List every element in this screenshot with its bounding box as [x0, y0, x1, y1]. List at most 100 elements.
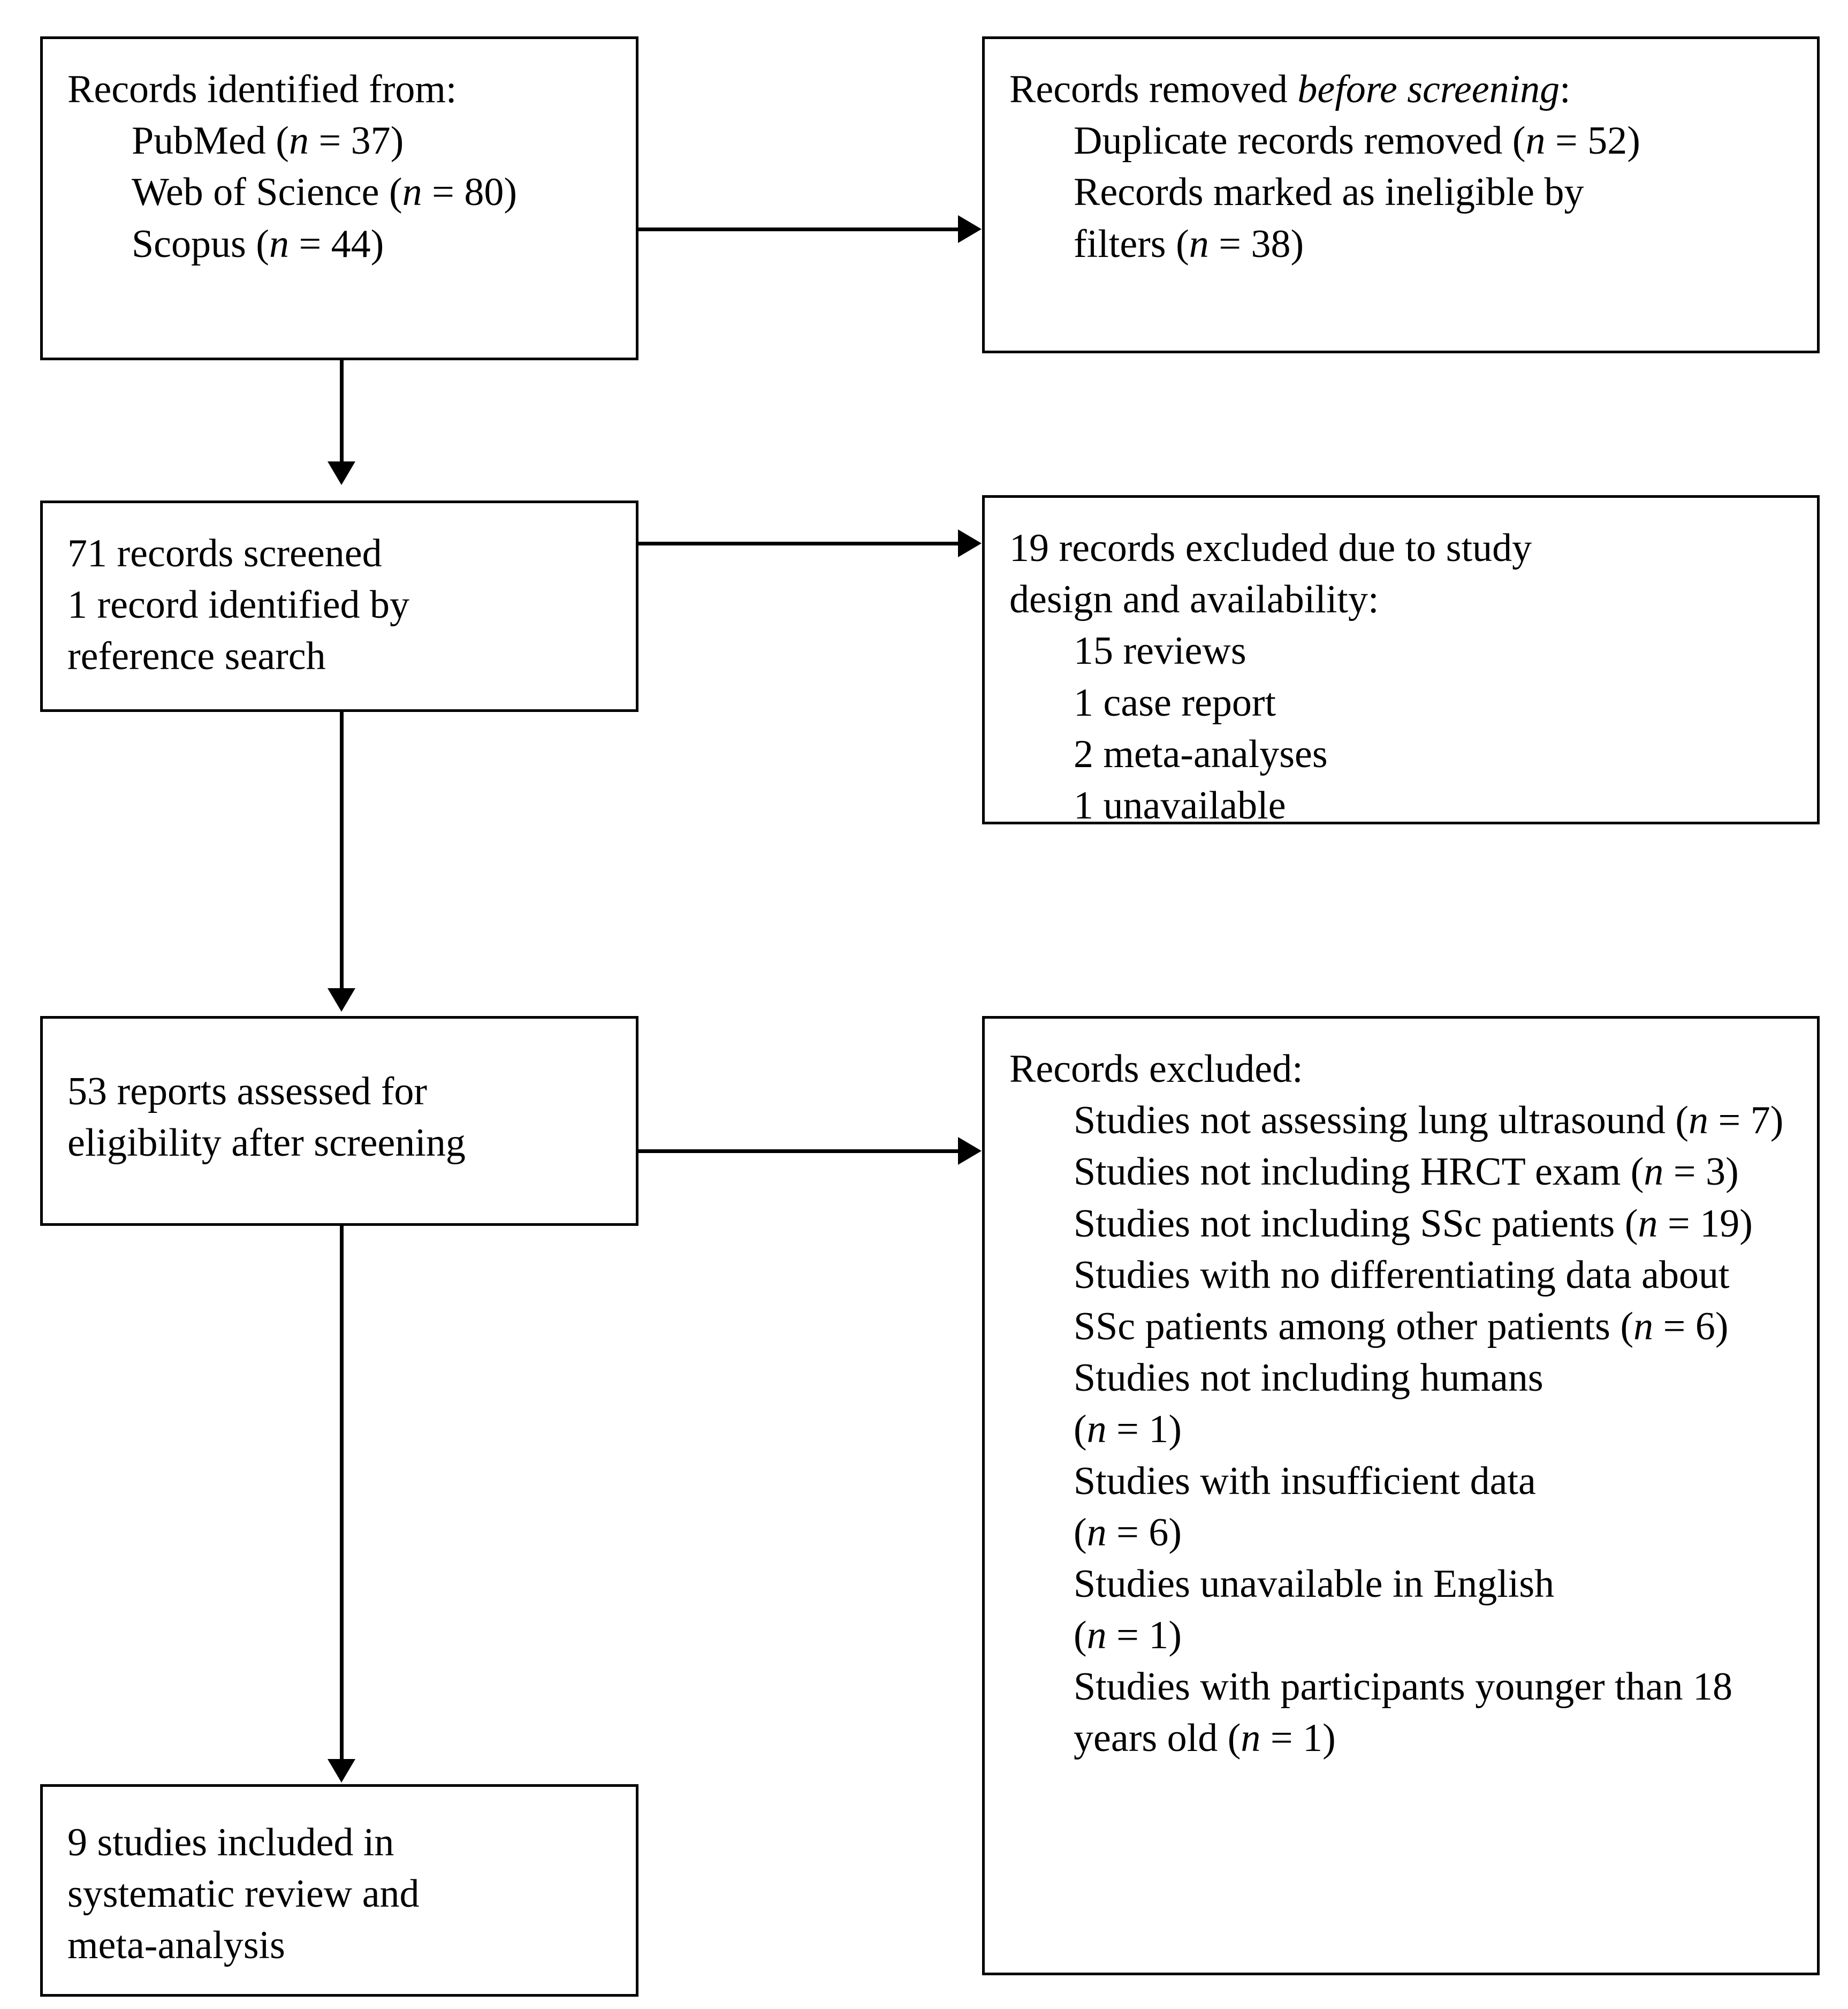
excluded-item-1-text: Studies not including HRCT exam ( [1074, 1150, 1644, 1194]
source-count-pubmed: = 37) [308, 119, 404, 163]
excluded-design-item-3: 1 unavailable [1074, 783, 1286, 828]
connector-identified-to-removed [638, 228, 960, 231]
ineligible-label-line1: Records marked as ineligible by [1074, 170, 1584, 215]
reports-assessed-line1: 53 reports assessed for [67, 1070, 427, 1113]
source-count-scopus: = 44) [288, 222, 384, 266]
n-italic: n [269, 222, 289, 266]
excluded-item-1-count: = 3) [1663, 1150, 1739, 1194]
ineligible-count: = 38) [1208, 222, 1304, 266]
n-italic: n [1086, 1407, 1107, 1452]
excluded-item-3-text: Studies with no differentiating data abo… [1074, 1253, 1730, 1348]
box-records-identified: Records identified from: PubMed (n = 37)… [40, 36, 638, 360]
records-excluded-item-1: Studies not including HRCT exam (n = 3) [1009, 1146, 1796, 1197]
excluded-item-0-count: = 7) [1708, 1098, 1784, 1143]
records-excluded-item-7: Studies with participants younger than 1… [1009, 1661, 1796, 1764]
box-studies-included-body: 9 studies included in systematic review … [43, 1787, 636, 1972]
source-count-wos: = 80) [422, 170, 518, 215]
records-removed-item-duplicates: Duplicate records removed (n = 52) [1009, 115, 1796, 166]
arrowhead-assessed-to-excluded [958, 1137, 982, 1165]
excluded-item-3-count: = 6) [1653, 1304, 1729, 1348]
n-italic: n [1644, 1150, 1664, 1194]
n-italic: n [402, 170, 422, 215]
connector-assessed-to-included [340, 1226, 344, 1761]
excluded-design-heading-line2: design and availability: [1009, 578, 1379, 622]
arrowhead-screened-to-assessed [328, 988, 355, 1012]
records-screened-line3: reference search [67, 634, 326, 679]
records-excluded-item-2: Studies not including SSc patients (n = … [1009, 1198, 1796, 1249]
records-removed-heading-italic: before screening [1297, 67, 1560, 111]
excluded-item-2-count: = 19) [1657, 1201, 1753, 1246]
box-records-identified-body: Records identified from: PubMed (n = 37)… [43, 39, 636, 270]
records-excluded-heading: Records excluded: [1009, 1047, 1303, 1091]
studies-included-line1: 9 studies included in [67, 1821, 394, 1864]
source-label-wos: Web of Science ( [132, 170, 402, 215]
box-studies-included: 9 studies included in systematic review … [40, 1784, 638, 1997]
arrowhead-assessed-to-included [328, 1759, 355, 1783]
box-records-screened: 71 records screened 1 record identified … [40, 501, 638, 712]
records-screened-line2: 1 record identified by [67, 583, 410, 627]
excluded-item-2-text: Studies not including SSc patients ( [1074, 1201, 1638, 1246]
excluded-item-6-text: Studies unavailable in English( [1074, 1561, 1555, 1658]
box-records-removed-body: Records removed before screening: Duplic… [985, 39, 1817, 270]
n-italic: n [1086, 1510, 1107, 1555]
connector-screened-to-excluded-design [638, 542, 960, 545]
records-excluded-item-3: Studies with no differentiating data abo… [1009, 1249, 1796, 1352]
n-italic: n [1633, 1304, 1654, 1348]
excluded-design-item-0: 15 reviews [1074, 629, 1246, 673]
records-removed-item-ineligible-line2: filters (n = 38) [1009, 218, 1796, 270]
box-records-excluded-design: 19 records excluded due to study design … [982, 495, 1820, 828]
records-excluded-item-5: Studies with insufficient data(n = 6) [1009, 1455, 1796, 1558]
arrowhead-identified-to-screened [328, 461, 355, 485]
connector-screened-to-assessed [340, 712, 344, 990]
arrowhead-identified-to-removed [958, 215, 982, 243]
n-italic: n [1241, 1716, 1261, 1761]
n-italic: n [1689, 1098, 1709, 1143]
records-screened-line1: 71 records screened [67, 532, 382, 575]
records-removed-item-ineligible-line1: Records marked as ineligible by [1009, 166, 1796, 218]
connector-assessed-to-excluded [638, 1149, 960, 1153]
n-italic: n [1525, 119, 1546, 163]
records-identified-heading: Records identified from: [67, 67, 457, 111]
box-records-excluded-design-body: 19 records excluded due to study design … [985, 498, 1817, 831]
records-removed-heading: Records removed before screening: [1009, 64, 1796, 115]
studies-included-line3: meta-analysis [67, 1923, 285, 1968]
source-label-pubmed: PubMed ( [132, 119, 289, 163]
duplicates-label: Duplicate records removed ( [1074, 119, 1526, 163]
records-excluded-item-6: Studies unavailable in English(n = 1) [1009, 1558, 1796, 1661]
n-italic: n [1638, 1201, 1658, 1246]
excluded-item-6-count: = 1) [1106, 1613, 1182, 1658]
excluded-item-4-count: = 1) [1106, 1407, 1182, 1452]
box-reports-assessed-body: 53 reports assessed for eligibility afte… [43, 1019, 636, 1169]
duplicates-count: = 52) [1545, 119, 1640, 163]
excluded-item-0-text: Studies not assessing lung ultrasound ( [1074, 1098, 1689, 1143]
box-records-excluded: Records excluded: Studies not assessing … [982, 1016, 1820, 1975]
records-removed-heading-suffix: : [1560, 67, 1571, 111]
n-italic: n [1086, 1613, 1107, 1658]
box-records-removed: Records removed before screening: Duplic… [982, 36, 1820, 353]
excluded-design-item-1: 1 case report [1074, 680, 1276, 725]
excluded-item-7-count: = 1) [1260, 1716, 1336, 1761]
excluded-item-5-count: = 6) [1106, 1510, 1182, 1555]
box-records-screened-body: 71 records screened 1 record identified … [43, 503, 636, 683]
records-excluded-item-4: Studies not including humans(n = 1) [1009, 1352, 1796, 1455]
excluded-item-7-text: Studies with participants younger than 1… [1074, 1665, 1733, 1761]
excluded-item-4-text: Studies not including humans( [1074, 1356, 1543, 1452]
excluded-item-5-text: Studies with insufficient data( [1074, 1459, 1536, 1555]
reports-assessed-line2: eligibility after screening [67, 1121, 466, 1165]
records-identified-source-pubmed: PubMed (n = 37) [67, 115, 614, 166]
records-identified-source-wos: Web of Science (n = 80) [67, 166, 614, 218]
records-removed-heading-prefix: Records removed [1009, 67, 1298, 111]
ineligible-label-line2: filters ( [1074, 222, 1189, 266]
n-italic: n [1189, 222, 1209, 266]
box-reports-assessed: 53 reports assessed for eligibility afte… [40, 1016, 638, 1226]
excluded-design-heading-line1: 19 records excluded due to study [1009, 526, 1532, 570]
source-label-scopus: Scopus ( [132, 222, 269, 266]
excluded-design-item-2: 2 meta-analyses [1074, 732, 1328, 776]
arrowhead-screened-to-excluded-design [958, 529, 982, 557]
connector-identified-to-screened [340, 360, 344, 465]
records-excluded-item-0: Studies not assessing lung ultrasound (n… [1009, 1095, 1796, 1146]
n-italic: n [288, 119, 309, 163]
records-identified-source-scopus: Scopus (n = 44) [67, 218, 614, 270]
studies-included-line2: systematic review and [67, 1872, 420, 1916]
